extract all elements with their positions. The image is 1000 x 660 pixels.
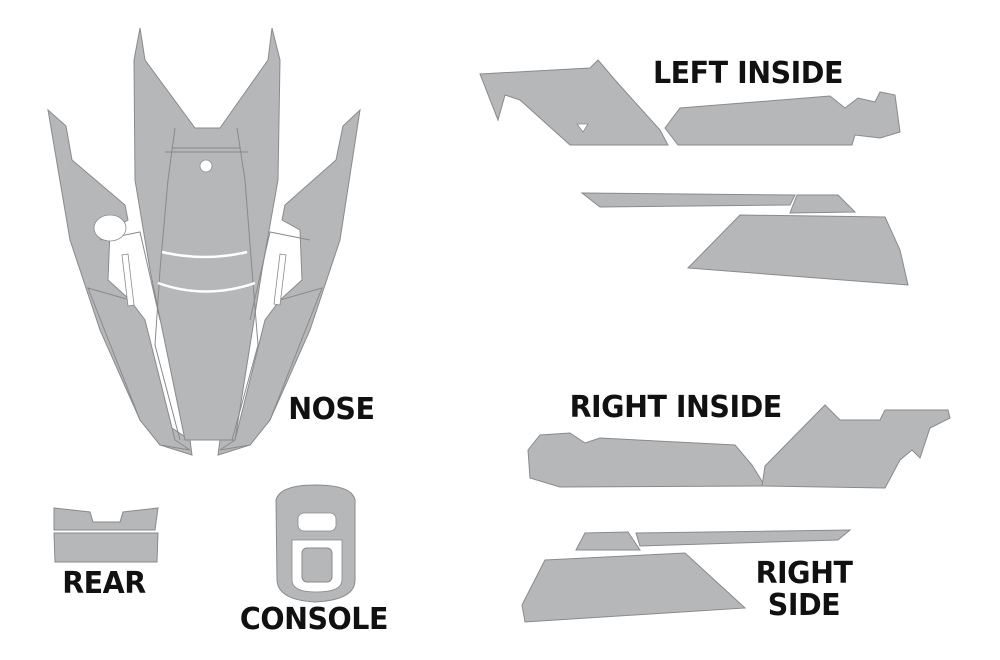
right-side-label-line1: RIGHT [755, 556, 853, 591]
left-inside-front [479, 59, 669, 146]
right-inside-front [761, 404, 951, 489]
right-side-label: RIGHT SIDE [755, 558, 854, 622]
rear-parts [53, 507, 159, 563]
left-inside-parts [479, 59, 909, 286]
nose-parts [47, 27, 361, 456]
console-parts [275, 484, 356, 603]
right-side-small [575, 531, 641, 551]
left-inside-rear [664, 91, 901, 146]
nose-center-panel [133, 27, 281, 441]
left-inside-small [789, 194, 857, 214]
console-upper-window [297, 512, 337, 532]
nose-label: NOSE [288, 392, 375, 427]
right-side-strip [635, 529, 852, 547]
right-inside-label: RIGHT INSIDE [569, 390, 783, 425]
nose-left-slot [121, 253, 135, 307]
rear-upper [53, 507, 159, 531]
nose-left-hole [93, 214, 127, 242]
left-inside-side [686, 214, 909, 286]
left-inside-strip [580, 192, 796, 208]
left-inside-label: LEFT INSIDE [652, 56, 843, 91]
nose-hole [199, 159, 213, 173]
rear-lower [53, 532, 159, 563]
right-side-label-line2: SIDE [767, 588, 841, 623]
console-label: CONSOLE [239, 602, 389, 637]
rear-label: REAR [62, 566, 146, 601]
right-inside-rear [527, 432, 766, 488]
right-inside-parts [521, 404, 951, 623]
right-side-panel [521, 552, 747, 623]
nose-right-slot [273, 253, 287, 306]
